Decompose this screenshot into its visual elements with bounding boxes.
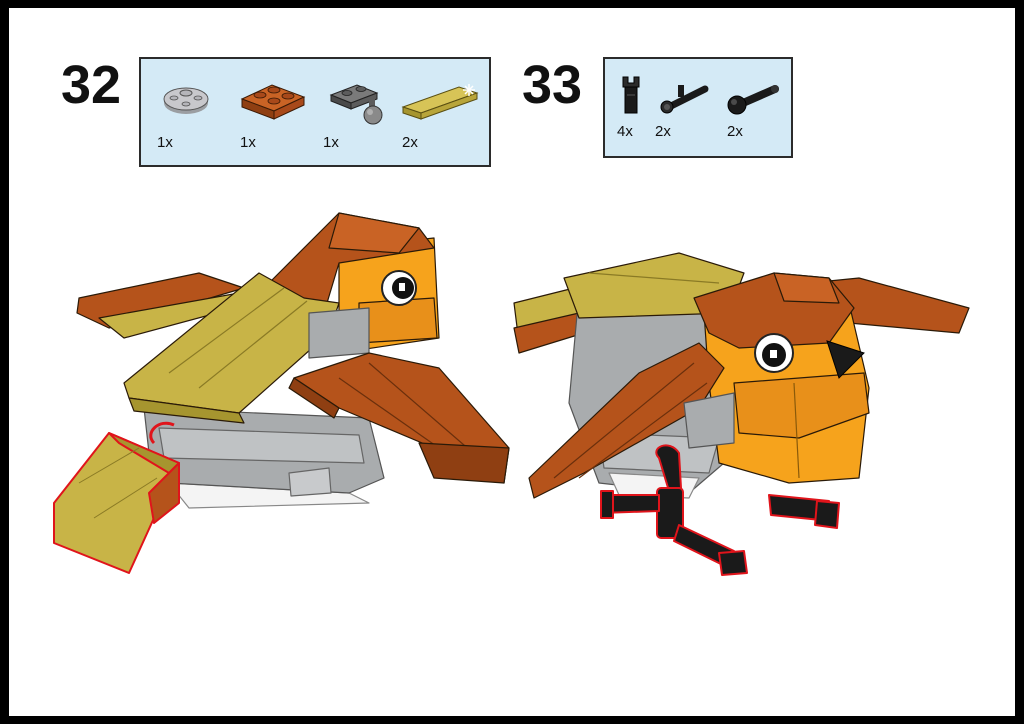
qty-light-gray-round-plate: 1x xyxy=(157,134,173,151)
qty-tan-tile: 2x xyxy=(402,134,418,151)
qty-black-ball-joint: 2x xyxy=(727,123,743,140)
parts-callout-step-33: 4x 2x 2x xyxy=(603,57,793,158)
robin-model-step-32 xyxy=(53,212,510,574)
robin-model-step-33 xyxy=(513,252,970,576)
parts-callout-step-32: 1x 1x 1x xyxy=(139,57,491,167)
instruction-page: 32 1x 1x xyxy=(9,8,1015,716)
qty-black-bar-holder: 2x xyxy=(655,123,671,140)
qty-black-clip: 4x xyxy=(617,123,633,140)
tan-tile-1x2-icon xyxy=(401,84,479,120)
step-number-32: 32 xyxy=(61,55,122,115)
black-ball-joint-icon xyxy=(727,85,779,115)
light-gray-round-plate-icon xyxy=(163,87,209,114)
black-clip-icon xyxy=(622,76,640,114)
dark-orange-plate-2x2-icon xyxy=(240,84,306,120)
qty-dark-gray-plate-with-ball: 1x xyxy=(323,134,339,151)
step-number-33: 33 xyxy=(522,55,583,115)
qty-dark-orange-plate: 1x xyxy=(240,134,256,151)
black-bar-holder-icon xyxy=(660,85,709,114)
dark-gray-plate-with-ball-icon xyxy=(329,84,383,125)
